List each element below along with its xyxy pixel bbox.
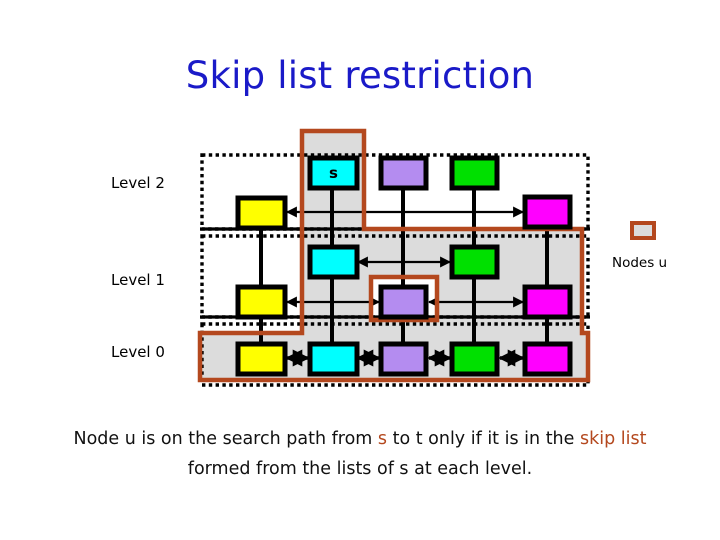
node-level2-purple[interactable] [378, 155, 429, 191]
caption-skiplist-highlight: skip list [579, 429, 647, 449]
caption-line1-a: Node u is on the search path from [73, 429, 378, 449]
caption-line2-a: the [545, 429, 580, 449]
node-level1-cyan[interactable] [307, 244, 360, 280]
node-level0-purple[interactable] [378, 341, 429, 377]
node-level2-green[interactable] [449, 155, 500, 191]
caption-line2-b: formed from the lists of s at each level… [187, 459, 533, 479]
node-level2-magenta[interactable] [522, 194, 573, 230]
start-node-label: s [329, 164, 338, 182]
node-level0-green[interactable] [449, 341, 500, 377]
node-level1-green[interactable] [449, 244, 500, 280]
node-level2-cyan-start[interactable] [307, 155, 360, 191]
legend-swatch-nodes-u [630, 221, 656, 240]
node-level1-purple[interactable] [378, 284, 429, 320]
node-level2-yellow[interactable] [235, 195, 288, 231]
level-1-label: Level 1 [111, 271, 165, 289]
caption-line1-b: to t only if it is in [387, 429, 541, 449]
node-level0-yellow[interactable] [235, 341, 288, 377]
node-level1-magenta[interactable] [522, 284, 573, 320]
search-path-outline [197, 128, 591, 383]
caption-s-highlight: s [377, 429, 388, 449]
node-level0-magenta[interactable] [522, 341, 573, 377]
node-level0-cyan[interactable] [307, 341, 360, 377]
level-0-label: Level 0 [111, 343, 165, 361]
legend-label-nodes-u: Nodes u [612, 255, 668, 271]
level-2-label: Level 2 [111, 174, 165, 192]
page-title: Skip list restriction [185, 54, 535, 97]
node-level1-yellow[interactable] [235, 284, 288, 320]
caption: Node u is on the search path from s to t… [40, 424, 680, 484]
